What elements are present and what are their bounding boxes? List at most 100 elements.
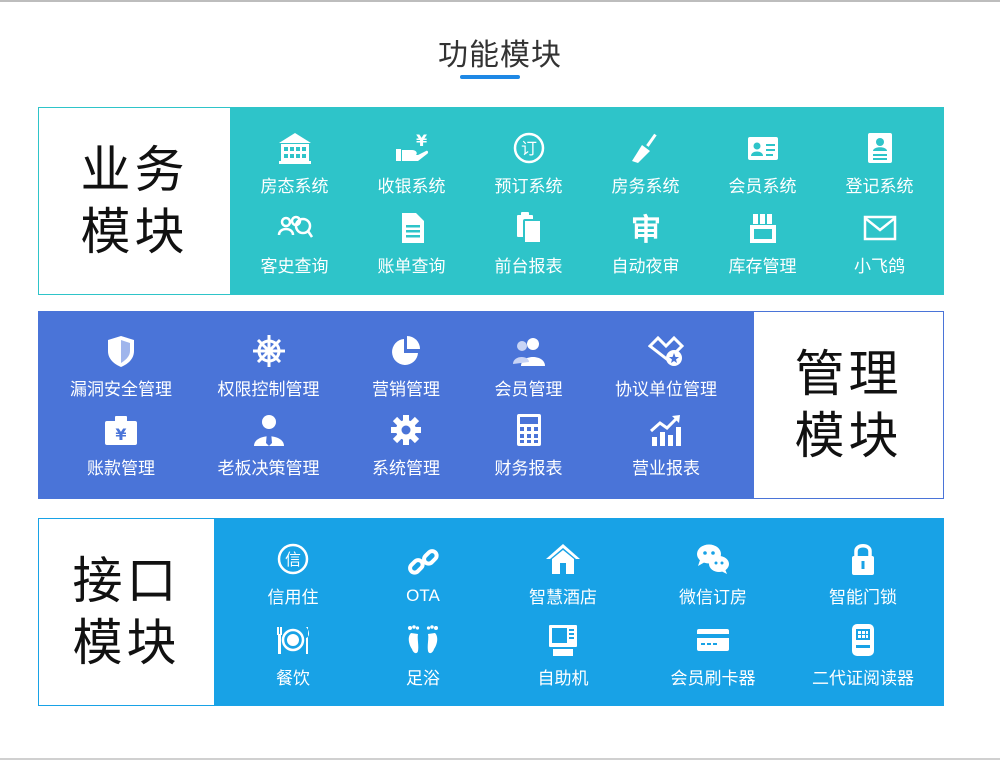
building-icon	[275, 130, 315, 166]
management-item-permission[interactable]: 权限控制管理	[196, 327, 341, 406]
interface-item-label: 智能门锁	[829, 588, 897, 607]
interface-item-smart-hotel[interactable]: 智慧酒店	[488, 534, 638, 615]
management-item-label: 系统管理	[372, 459, 440, 478]
business-item-room-status[interactable]: 房态系统	[236, 123, 353, 203]
management-item-label: 会员管理	[494, 380, 563, 399]
business-item-label: 客史查询	[260, 256, 329, 276]
broom-icon	[626, 130, 666, 166]
interface-item-label: OTA	[406, 585, 440, 605]
gear-icon	[386, 412, 426, 448]
chain-link-icon	[403, 544, 443, 580]
business-item-bill-query[interactable]: 账单查询	[353, 203, 470, 283]
boss-icon	[249, 412, 289, 448]
business-label-line1: 业务	[80, 142, 189, 198]
bill-document-icon	[392, 210, 432, 246]
guest-search-icon	[275, 210, 315, 246]
management-item-member[interactable]: 会员管理	[471, 327, 586, 406]
interface-label-line1: 接口	[72, 553, 181, 609]
business-item-label: 自动夜审	[611, 256, 680, 276]
business-item-member[interactable]: 会员系统	[704, 123, 821, 203]
business-label-line2: 模块	[80, 204, 189, 260]
svg-text:¥: ¥	[416, 131, 427, 150]
booking-circle-icon: 订	[509, 130, 549, 166]
business-item-inventory[interactable]: 库存管理	[704, 203, 821, 283]
handshake-icon	[646, 333, 686, 369]
interface-module-panel: 信 信用住 OTA 智慧酒店 微信订房 智能门锁 餐饮 足浴 自助	[214, 518, 944, 706]
business-module-section: 业务 模块 房态系统 ¥ 收银系统 订 预订系统 房务系统 会员系统 登记系统	[38, 107, 944, 295]
interface-item-kiosk[interactable]: 自助机	[488, 615, 638, 696]
money-bag-icon: ¥	[101, 412, 141, 448]
interface-label-line2: 模块	[72, 615, 181, 671]
management-item-finance-report[interactable]: 财务报表	[471, 406, 586, 485]
business-item-label: 房务系统	[611, 176, 680, 196]
management-item-system[interactable]: 系统管理	[341, 406, 471, 485]
business-item-label: 收银系统	[377, 176, 446, 196]
management-module-label: 管理 模块	[754, 311, 944, 499]
kiosk-icon	[543, 622, 583, 658]
cash-hand-icon: ¥	[392, 130, 432, 166]
interface-item-id-reader[interactable]: 二代证阅读器	[788, 615, 938, 696]
management-item-agreement[interactable]: 协议单位管理	[586, 327, 746, 406]
business-item-label: 房态系统	[260, 176, 329, 196]
management-item-label: 营业报表	[632, 459, 700, 478]
inventory-box-icon	[743, 210, 783, 246]
business-item-pigeon[interactable]: 小飞鸽	[821, 203, 938, 283]
users-icon	[509, 333, 549, 369]
interface-module-label: 接口 模块	[38, 518, 214, 706]
management-label-line2: 模块	[794, 408, 903, 464]
interface-item-wechat-booking[interactable]: 微信订房	[638, 534, 788, 615]
business-item-label: 登记系统	[845, 176, 914, 196]
interface-item-label: 自助机	[537, 669, 589, 688]
business-module-panel: 房态系统 ¥ 收银系统 订 预订系统 房务系统 会员系统 登记系统 客史查询 账…	[230, 107, 944, 295]
interface-item-credit-stay[interactable]: 信 信用住	[228, 534, 358, 615]
card-reader-icon	[693, 622, 733, 658]
business-item-registration[interactable]: 登记系统	[821, 123, 938, 203]
business-item-label: 会员系统	[728, 176, 797, 196]
management-item-label: 老板决策管理	[217, 459, 320, 478]
business-item-booking[interactable]: 订 预订系统	[470, 123, 587, 203]
interface-item-label: 足浴	[406, 669, 440, 688]
interface-module-section: 接口 模块 信 信用住 OTA 智慧酒店 微信订房 智能门锁 餐饮 足	[38, 518, 944, 706]
management-item-label: 漏洞安全管理	[70, 380, 172, 399]
pie-chart-icon	[386, 333, 426, 369]
management-item-label: 财务报表	[494, 459, 563, 478]
business-item-housekeeping[interactable]: 房务系统	[587, 123, 704, 203]
growth-chart-icon	[646, 412, 686, 448]
page-title: 功能模块	[438, 39, 562, 72]
business-item-cashier[interactable]: ¥ 收银系统	[353, 123, 470, 203]
business-item-label: 库存管理	[728, 256, 797, 276]
svg-text:订: 订	[520, 139, 536, 158]
business-item-guest-history[interactable]: 客史查询	[236, 203, 353, 283]
management-item-marketing[interactable]: 营销管理	[341, 327, 471, 406]
interface-item-dining[interactable]: 餐饮	[228, 615, 358, 696]
top-divider	[0, 0, 1000, 2]
management-item-label: 权限控制管理	[217, 380, 320, 399]
management-item-business-report[interactable]: 营业报表	[586, 406, 746, 485]
footprint-icon	[403, 622, 443, 658]
report-copy-icon	[509, 210, 549, 246]
interface-item-label: 会员刷卡器	[670, 669, 756, 688]
management-label-line1: 管理	[794, 346, 903, 402]
interface-item-card-reader[interactable]: 会员刷卡器	[638, 615, 788, 696]
credit-circle-glyph: 信	[285, 550, 301, 569]
management-item-label: 协议单位管理	[615, 380, 717, 399]
house-icon	[543, 541, 583, 577]
interface-item-label: 二代证阅读器	[812, 669, 914, 688]
management-item-security[interactable]: 漏洞安全管理	[46, 327, 196, 406]
interface-item-smart-lock[interactable]: 智能门锁	[788, 534, 938, 615]
shield-icon	[101, 333, 141, 369]
business-item-front-report[interactable]: 前台报表	[470, 203, 587, 283]
interface-item-label: 信用住	[267, 588, 319, 607]
business-item-label: 预订系统	[494, 176, 563, 196]
interface-item-ota[interactable]: OTA	[358, 534, 488, 615]
credit-circle-icon: 信	[273, 541, 313, 577]
business-item-night-audit[interactable]: 审 自动夜审	[587, 203, 704, 283]
interface-item-label: 智慧酒店	[529, 588, 597, 607]
interface-item-foot-bath[interactable]: 足浴	[358, 615, 488, 696]
business-item-label: 小飞鸽	[854, 256, 905, 276]
management-item-boss-decision[interactable]: 老板决策管理	[196, 406, 341, 485]
business-item-label: 账单查询	[377, 256, 446, 276]
management-item-accounts[interactable]: ¥ 账款管理	[46, 406, 196, 485]
dining-icon	[273, 622, 313, 658]
member-card-icon	[743, 130, 783, 166]
